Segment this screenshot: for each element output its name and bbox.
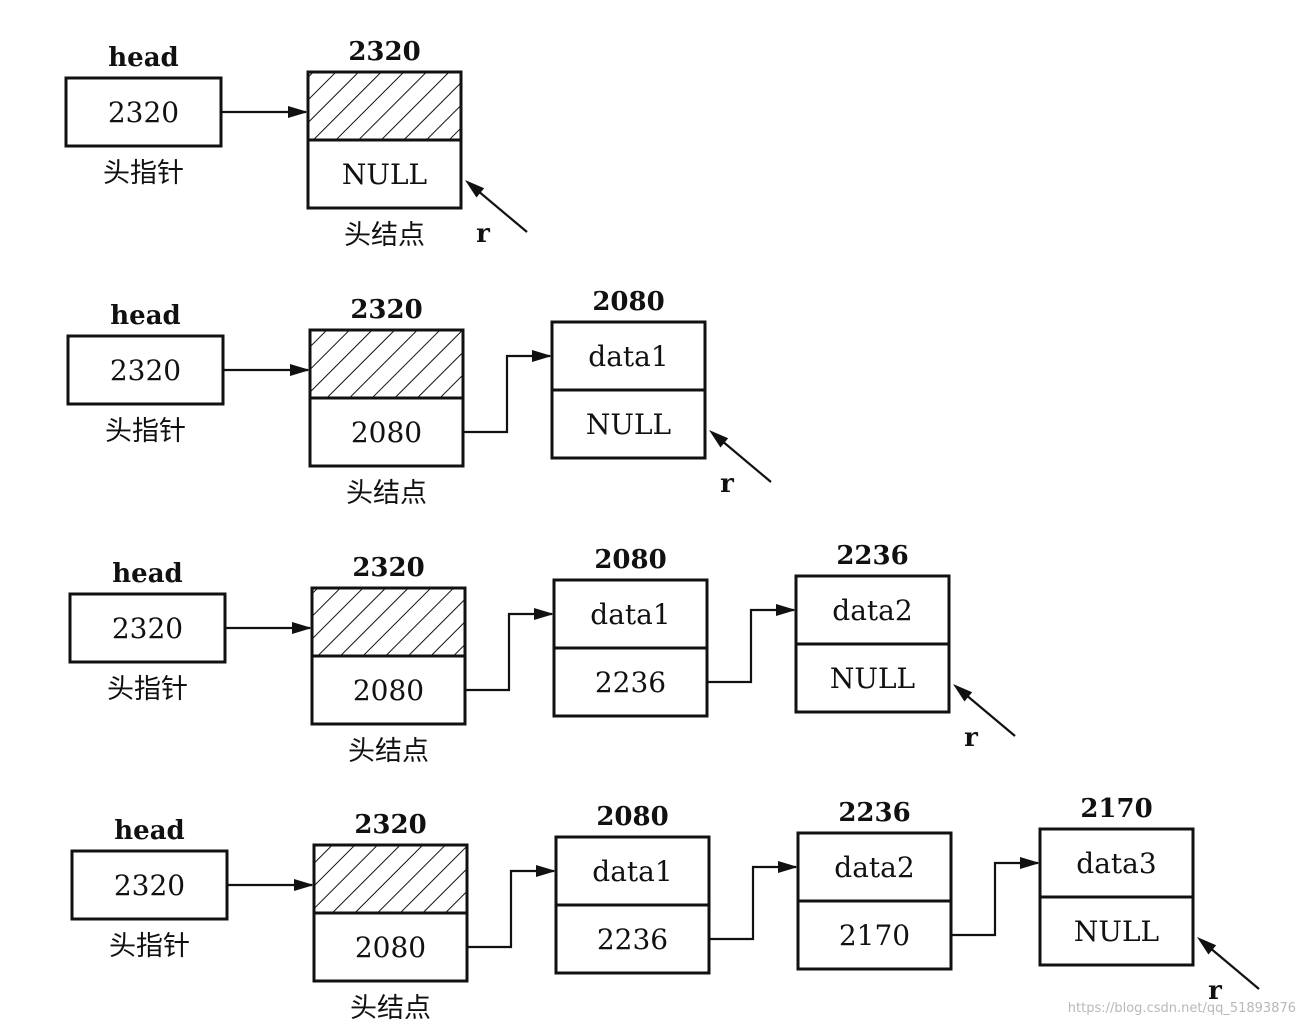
head-label: head [112, 559, 182, 589]
node-link-line [467, 869, 554, 949]
arrowhead [288, 106, 308, 118]
tail-pointer-label: r [1208, 976, 1222, 1006]
head-pointer-caption: 头指针 [105, 416, 186, 447]
node-address: 2320 [348, 37, 420, 67]
head-node-caption: 头结点 [344, 220, 425, 251]
node-data-field: data1 [592, 855, 672, 888]
node-data-field: data2 [834, 851, 914, 884]
node-data-field: data1 [588, 340, 668, 373]
node-next-field: NULL [1074, 915, 1159, 948]
tail-pointer-label: r [476, 219, 490, 249]
arrowhead [292, 622, 312, 634]
header-node: 2320 2080 头结点 [308, 295, 465, 509]
node-address: 2320 [352, 553, 424, 583]
node-data-field: data2 [832, 594, 912, 627]
node-next-field: 2080 [353, 674, 424, 707]
list-row-4: head 2320 头指针 2320 2080 头结点 2080 data1 2236 2236 d… [70, 794, 1260, 1024]
node-hatched-field [315, 846, 466, 913]
head-pointer-box [70, 849, 229, 921]
arrowhead [778, 861, 798, 873]
node-link-line [465, 612, 552, 692]
head-label: head [114, 816, 184, 846]
node-data-field: data1 [590, 598, 670, 631]
node-next-field: NULL [342, 158, 427, 191]
node-address: 2320 [350, 295, 422, 325]
header-node: 2320 2080 头结点 [312, 810, 469, 1024]
arrowhead [532, 350, 552, 362]
node-address: 2320 [354, 810, 426, 840]
head-label: head [108, 43, 178, 73]
head-label: head [110, 301, 180, 331]
node-address: 2080 [592, 287, 664, 317]
arrowhead [1020, 857, 1040, 869]
head-node-caption: 头结点 [348, 736, 429, 767]
node-link-line [709, 865, 796, 941]
node-link-line [463, 354, 550, 434]
node-next-field: 2080 [355, 931, 426, 964]
data-node-2: 2236 data2 2170 [796, 798, 953, 971]
node-link-line [707, 608, 794, 684]
node-hatched-field [313, 589, 464, 656]
arrowhead [953, 684, 973, 702]
node-next-field: 2170 [839, 919, 910, 952]
head-node-caption: 头结点 [346, 478, 427, 509]
node-address: 2170 [1080, 794, 1152, 824]
arrowhead [290, 364, 310, 376]
head-pointer-caption: 头指针 [107, 674, 188, 705]
head-pointer-caption: 头指针 [103, 158, 184, 189]
arrowhead [294, 879, 314, 891]
head-pointer-caption: 头指针 [109, 931, 190, 962]
watermark: https://blog.csdn.net/qq_51893876 [1068, 1001, 1296, 1016]
list-row-3: head 2320 头指针 2320 2080 头结点 2080 data1 2236 2236 d… [68, 541, 1016, 767]
node-address: 2236 [836, 541, 908, 571]
header-node: 2320 2080 头结点 [310, 553, 467, 767]
node-hatched-field [309, 73, 460, 140]
head-pointer-value: 2320 [108, 96, 179, 129]
arrowhead [465, 180, 485, 198]
node-address: 2080 [596, 802, 668, 832]
arrowhead [1197, 937, 1217, 955]
node-data-field: data3 [1076, 847, 1156, 880]
arrowhead [709, 430, 729, 448]
arrowhead [534, 608, 554, 620]
tail-pointer-label: r [964, 723, 978, 753]
node-address: 2236 [838, 798, 910, 828]
arrowhead [536, 865, 556, 877]
head-pointer-value: 2320 [110, 354, 181, 387]
head-pointer-box [64, 76, 223, 148]
head-pointer-box [66, 334, 225, 406]
node-next-field: 2236 [597, 923, 668, 956]
head-pointer-value: 2320 [114, 869, 185, 902]
data-node-1: 2080 data1 2236 [552, 545, 709, 718]
node-next-field: NULL [586, 408, 671, 441]
node-address: 2080 [594, 545, 666, 575]
node-next-field: 2236 [595, 666, 666, 699]
node-next-field: NULL [830, 662, 915, 695]
head-pointer-value: 2320 [112, 612, 183, 645]
arrowhead [776, 604, 796, 616]
head-node-caption: 头结点 [350, 993, 431, 1024]
node-link-line [951, 861, 1038, 937]
node-hatched-field [311, 331, 462, 398]
data-node-1: 2080 data1 2236 [554, 802, 711, 975]
tail-pointer-label: r [720, 469, 734, 499]
node-next-field: 2080 [351, 416, 422, 449]
